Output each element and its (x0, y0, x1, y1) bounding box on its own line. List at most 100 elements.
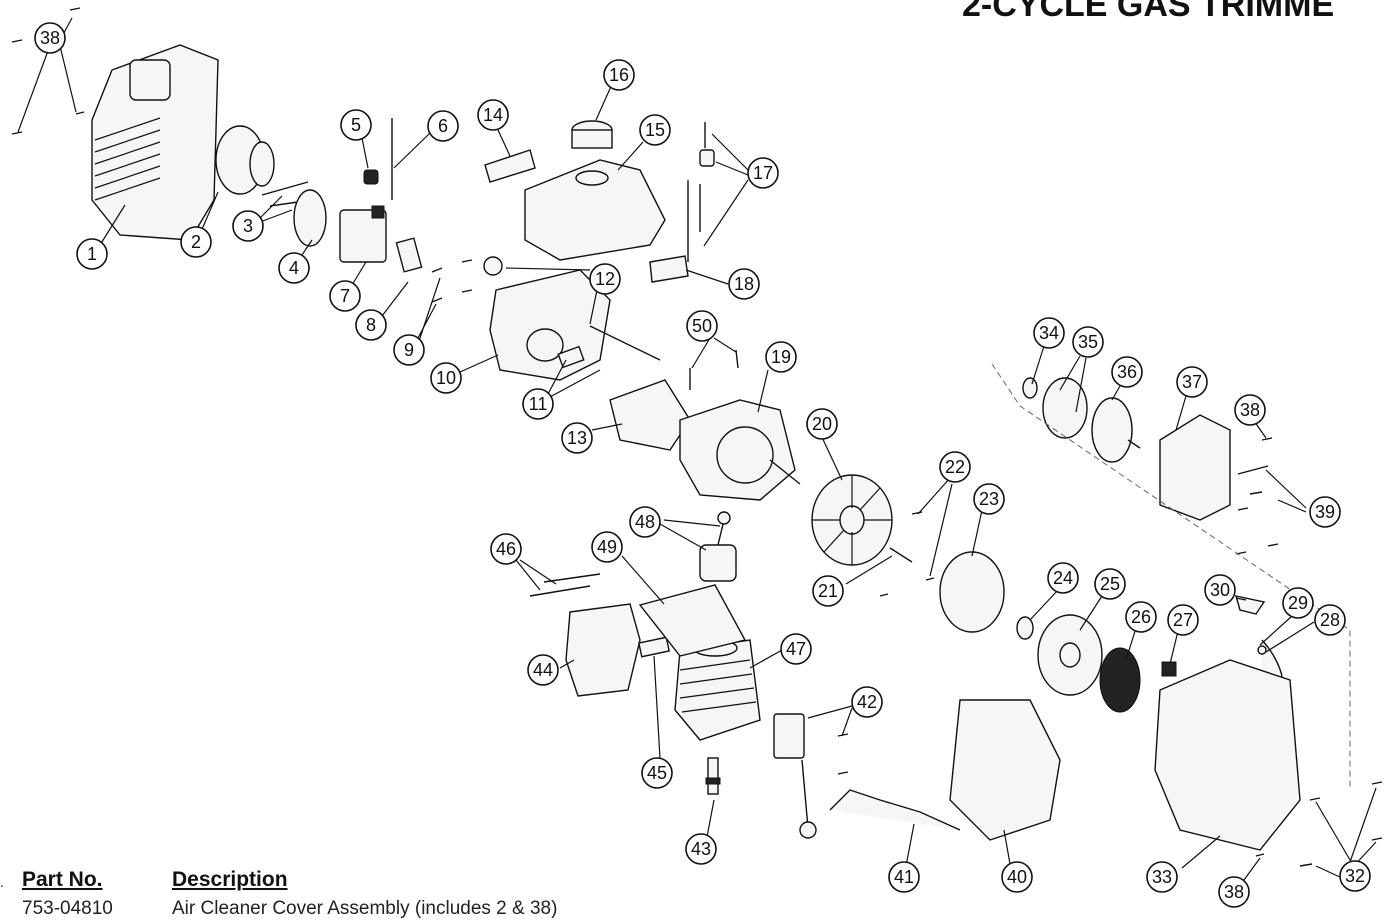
screws-50-part (689, 349, 739, 390)
pin-21-part (889, 547, 913, 563)
screws-38-part (1261, 437, 1273, 441)
svg-text:4: 4 (289, 258, 299, 278)
svg-text:1: 1 (87, 244, 97, 264)
clip-27-part (1161, 661, 1177, 677)
svg-text:2: 2 (191, 232, 201, 252)
carburetor-part (339, 205, 387, 263)
callout-3: 3 (232, 210, 264, 242)
callout-7: 7 (329, 280, 361, 312)
callout-38-top: 38 (34, 22, 66, 54)
callout-32: 32 (1339, 860, 1371, 892)
callout-49: 49 (591, 531, 623, 563)
callout-5: 5 (340, 109, 372, 141)
svg-text:42: 42 (857, 692, 877, 712)
svg-text:22: 22 (945, 457, 965, 477)
svg-text:45: 45 (647, 763, 667, 783)
row-description: Air Cleaner Cover Assembly (includes 2 &… (172, 898, 558, 919)
ignition-module-part (773, 713, 849, 839)
clutch-housing-part (1159, 414, 1231, 521)
svg-text:29: 29 (1288, 593, 1308, 613)
callout-43: 43 (685, 833, 717, 865)
callout-9: 9 (393, 334, 425, 366)
callout-22: 22 (939, 451, 971, 483)
muffler-part (565, 603, 641, 697)
svg-text:28: 28 (1320, 610, 1340, 630)
svg-text:21: 21 (818, 581, 838, 601)
svg-text:3: 3 (243, 216, 253, 236)
svg-text:5: 5 (351, 115, 361, 135)
svg-text:48: 48 (635, 512, 655, 532)
svg-text:39: 39 (1315, 502, 1335, 522)
svg-text:38: 38 (40, 28, 60, 48)
callout-20: 20 (806, 408, 838, 440)
air-filter-part (215, 125, 275, 195)
svg-text:40: 40 (1007, 867, 1027, 887)
callout-40: 40 (1001, 861, 1033, 893)
callout-1: 1 (76, 238, 108, 270)
flywheel-part (811, 474, 893, 566)
fuel-cap-part (571, 120, 613, 186)
callout-17: 17 (747, 157, 779, 189)
clutch-group-outline (991, 363, 1351, 790)
callout-16: 16 (603, 59, 635, 91)
svg-text:25: 25 (1100, 574, 1120, 594)
callout-12: 12 (589, 263, 621, 295)
callout-10: 10 (430, 362, 462, 394)
svg-text:37: 37 (1182, 372, 1202, 392)
callout-44: 44 (527, 654, 559, 686)
washer-34-part (1022, 377, 1038, 399)
callout-29: 29 (1282, 587, 1314, 619)
air-cleaner-cover-part (91, 44, 219, 241)
callout-33: 33 (1146, 861, 1178, 893)
gasket-49-part (638, 584, 747, 657)
svg-text:35: 35 (1078, 332, 1098, 352)
callout-34: 34 (1033, 317, 1065, 349)
svg-text:7: 7 (340, 286, 350, 306)
svg-text:24: 24 (1053, 568, 1073, 588)
callout-46: 46 (490, 533, 522, 565)
callout-47: 47 (780, 633, 812, 665)
callout-38-bottom: 38 (1218, 876, 1250, 908)
ref-column-fragment: . (0, 874, 4, 890)
engine-shroud-part (949, 699, 1061, 841)
callout-25: 25 (1094, 568, 1126, 600)
callout-48: 48 (629, 506, 661, 538)
callout-50: 50 (686, 310, 718, 342)
callout-42: 42 (851, 686, 883, 718)
svg-text:32: 32 (1345, 866, 1365, 886)
svg-text:41: 41 (894, 867, 914, 887)
svg-text:9: 9 (404, 340, 414, 360)
svg-text:38: 38 (1240, 400, 1260, 420)
engine-crankcase-part (679, 399, 801, 501)
svg-text:6: 6 (438, 116, 448, 136)
screws-9-part (431, 267, 443, 303)
screws-39-part (1235, 465, 1279, 555)
description-header: Description (172, 868, 288, 891)
callout-4: 4 (278, 252, 310, 284)
fuel-lines-17-part (687, 122, 715, 262)
clutch-drum-part (1091, 397, 1141, 463)
callout-13: 13 (561, 422, 593, 454)
screws-32-part (1255, 781, 1383, 867)
callout-24: 24 (1047, 562, 1079, 594)
callout-38-right: 38 (1234, 394, 1266, 426)
svg-text:50: 50 (692, 316, 712, 336)
callout-36: 36 (1111, 356, 1143, 388)
clutch-part (1042, 377, 1088, 439)
ignition-wire-part (829, 789, 961, 831)
callout-26: 26 (1125, 601, 1157, 633)
callout-18: 18 (728, 268, 760, 300)
gasket-13-part (609, 379, 691, 451)
washer-24-part (1016, 616, 1034, 640)
svg-text:8: 8 (366, 315, 376, 335)
spring-26-part (1099, 647, 1141, 713)
svg-text:43: 43 (691, 839, 711, 859)
primer-rod-12-part (461, 256, 661, 361)
gasket-4-part (293, 189, 327, 247)
svg-text:44: 44 (533, 660, 553, 680)
svg-text:17: 17 (753, 163, 773, 183)
svg-text:49: 49 (597, 537, 617, 557)
piston-connecting-rod-part (699, 511, 737, 582)
callout-19: 19 (765, 341, 797, 373)
